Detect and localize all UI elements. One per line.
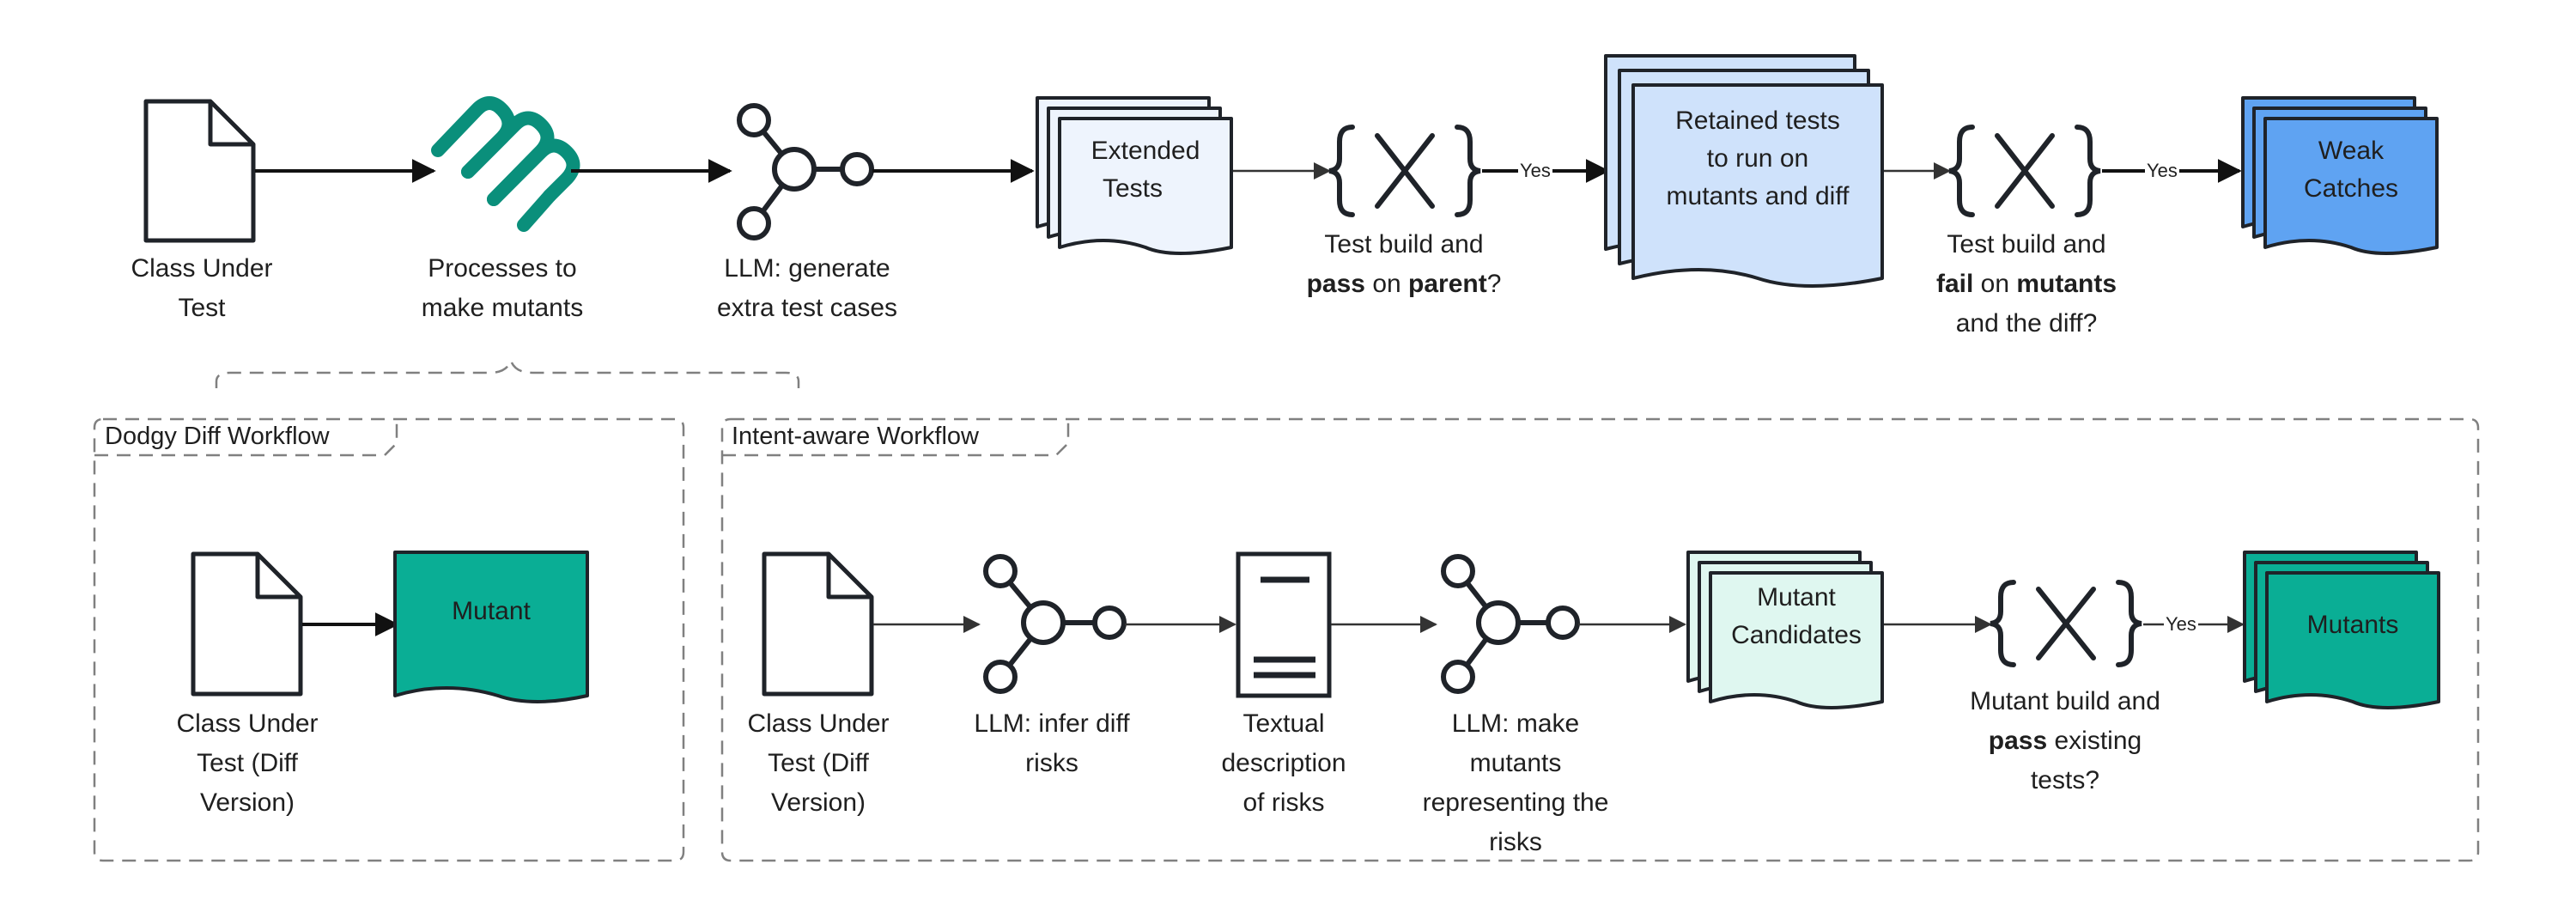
decision-3-icon bbox=[1990, 580, 2142, 667]
label-line: LLM: generate bbox=[724, 254, 890, 283]
llm-infer-label: LLM: infer diff risks bbox=[940, 704, 1163, 783]
extended-tests-text: Extended Tests bbox=[1061, 132, 1230, 208]
group-brace bbox=[215, 357, 800, 388]
yes-label-3: Yes bbox=[2164, 613, 2198, 636]
label-line: Catches bbox=[2303, 174, 2399, 203]
text-span: on bbox=[1973, 270, 2017, 298]
class-under-test-label: Class Under Test bbox=[90, 249, 313, 328]
label-line: mutants and diff bbox=[1666, 182, 1850, 210]
intent-panel-title: Intent-aware Workflow bbox=[732, 423, 979, 450]
label-line: LLM: make bbox=[1451, 709, 1580, 738]
text-document-icon bbox=[1236, 551, 1332, 698]
bold-text: fail bbox=[1935, 270, 1974, 298]
mutant-candidates-stack bbox=[1686, 551, 1884, 709]
label-line: Class Under bbox=[747, 709, 890, 738]
intent-title-tab bbox=[722, 419, 1070, 457]
label-line: mutants bbox=[1469, 749, 1562, 777]
label-line: representing the bbox=[1422, 788, 1609, 817]
label-line: Mutant build and bbox=[1970, 687, 2160, 715]
retained-tests-text: Retained tests to run on mutants and dif… bbox=[1635, 102, 1880, 216]
llm-generate-label: LLM: generate extra test cases bbox=[687, 249, 927, 328]
bold-text: pass bbox=[1306, 270, 1365, 298]
label-line: Weak bbox=[2318, 137, 2385, 165]
weak-catches-text: Weak Catches bbox=[2267, 132, 2435, 208]
label-line: description bbox=[1221, 749, 1346, 777]
label-line: pass on parent? bbox=[1271, 265, 1537, 304]
text-span: on bbox=[1364, 270, 1409, 298]
check-3-label: Mutant build and pass existing tests? bbox=[1932, 682, 2198, 800]
processes-icon bbox=[431, 96, 580, 232]
text-span: existing bbox=[2047, 727, 2142, 755]
label-line: to run on bbox=[1706, 144, 1809, 173]
label-line: Candidates bbox=[1731, 621, 1862, 649]
dodgy-class-label: Class Under Test (Diff Version) bbox=[136, 704, 359, 823]
label-line: Version) bbox=[199, 788, 295, 817]
mutant-candidates-text: Mutant Candidates bbox=[1712, 579, 1880, 654]
bold-text: mutants bbox=[2016, 270, 2117, 298]
label-line: Processes to bbox=[428, 254, 577, 283]
text-span: ? bbox=[1486, 270, 1502, 298]
document-icon bbox=[143, 99, 256, 243]
label-line: Test (Diff bbox=[197, 749, 298, 777]
yes-label-2: Yes bbox=[2145, 160, 2179, 182]
dodgy-panel-title: Dodgy Diff Workflow bbox=[105, 423, 330, 450]
dodgy-panel-border bbox=[93, 417, 685, 862]
label-line: fail on mutants bbox=[1889, 265, 2164, 304]
label-line: Test (Diff bbox=[768, 749, 869, 777]
mutant-box bbox=[393, 551, 589, 703]
label-line: Retained tests bbox=[1675, 107, 1840, 135]
extended-tests-stack bbox=[1036, 96, 1233, 255]
label-line: make mutants bbox=[421, 294, 584, 322]
label-line: Version) bbox=[770, 788, 866, 817]
label-line: Textual bbox=[1242, 709, 1325, 738]
mutants-stack bbox=[2243, 551, 2440, 709]
mutant-text: Mutant bbox=[452, 597, 531, 625]
label-line: risks bbox=[1489, 828, 1542, 856]
intent-panel-border bbox=[720, 417, 2480, 862]
label-line: of risks bbox=[1242, 788, 1325, 817]
label-line: Test build and bbox=[1324, 230, 1484, 259]
check-1-label: Test build and pass on parent? bbox=[1271, 225, 1537, 304]
bold-text: parent bbox=[1408, 270, 1487, 298]
label-line: Test build and bbox=[1947, 230, 2106, 259]
bold-text: pass bbox=[1988, 727, 2048, 755]
llm-network-icon bbox=[737, 103, 874, 240]
llm-network-icon bbox=[983, 554, 1127, 694]
weak-catches-stack bbox=[2241, 96, 2439, 255]
decision-1-icon bbox=[1328, 125, 1481, 217]
decision-2-icon bbox=[1948, 125, 2101, 217]
textual-description-label: Textual description of risks bbox=[1185, 704, 1382, 823]
label-line: Extended bbox=[1091, 137, 1200, 165]
label-line: tests? bbox=[2030, 766, 2100, 794]
label-line: pass existing bbox=[1932, 721, 2198, 761]
label-line: Tests bbox=[1103, 174, 1163, 203]
label-line: Class Under bbox=[176, 709, 319, 738]
label-line: Test bbox=[178, 294, 226, 322]
document-icon bbox=[762, 551, 874, 697]
label-line: Class Under bbox=[131, 254, 273, 283]
intent-class-label: Class Under Test (Diff Version) bbox=[707, 704, 930, 823]
document-icon bbox=[191, 551, 303, 697]
llm-make-label: LLM: make mutants representing the risks bbox=[1391, 704, 1640, 862]
llm-network-icon bbox=[1441, 554, 1580, 694]
retained-tests-stack bbox=[1604, 54, 1884, 288]
processes-label: Processes to make mutants bbox=[391, 249, 614, 328]
label-line: Mutant bbox=[1757, 583, 1836, 612]
label-line: risks bbox=[1025, 749, 1078, 777]
label-line: LLM: infer diff bbox=[974, 709, 1130, 738]
check-2-label: Test build and fail on mutants and the d… bbox=[1889, 225, 2164, 344]
label-line: and the diff? bbox=[1955, 309, 2098, 338]
label-line: extra test cases bbox=[716, 294, 898, 322]
mutants-text: Mutants bbox=[2306, 611, 2399, 639]
dodgy-title-tab bbox=[94, 419, 398, 457]
yes-label-1: Yes bbox=[1518, 160, 1552, 182]
